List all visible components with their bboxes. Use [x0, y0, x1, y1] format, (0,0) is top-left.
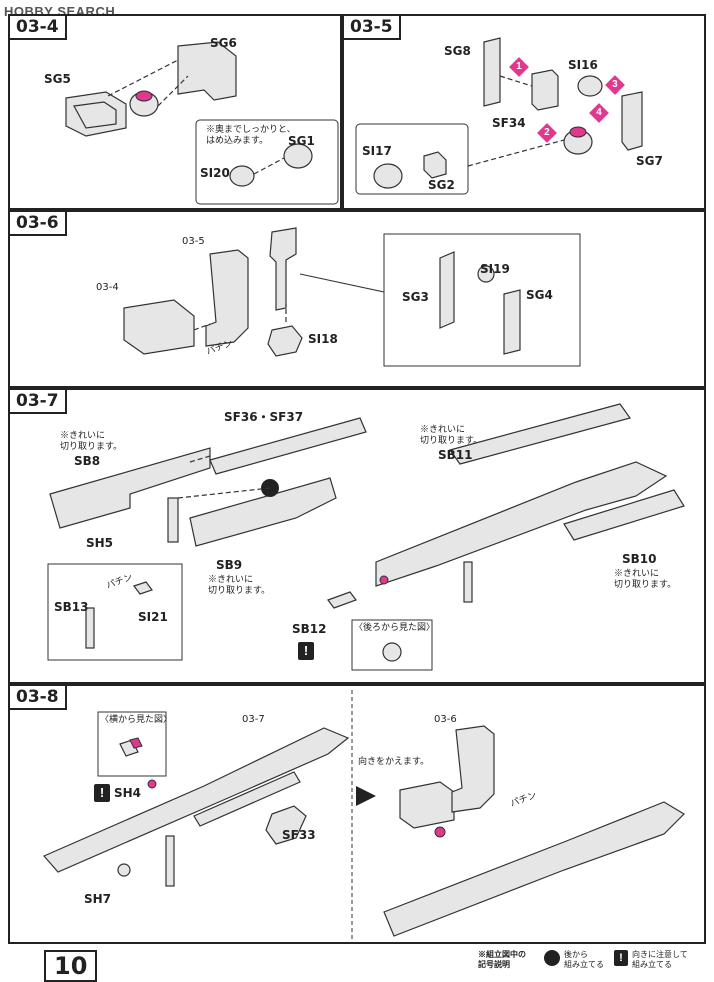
trim-note: ※きれいに 切り取ります。	[208, 574, 271, 595]
step-number: 03-5	[344, 16, 401, 40]
step-number: 03-4	[10, 16, 67, 40]
trim-note: ※きれいに 切り取ります。	[420, 424, 483, 445]
assembly-diagram	[43, 690, 685, 942]
part-label-sg2: SG2	[428, 178, 455, 192]
ref-label-03-7: 03-7	[242, 714, 265, 725]
part-label-sf34: SF34	[492, 116, 526, 130]
part-label-sg7: SG7	[636, 154, 663, 168]
assembly-note: ※奥までしっかりと、 はめ込みます。	[206, 124, 296, 145]
panel-03-4: 03-4 SG5 SG6 ※奥までしっかりと、 はめ込みます。 SG1 SI20	[8, 14, 342, 210]
part-label-sg4: SG4	[526, 288, 553, 302]
part-label-sg5: SG5	[44, 72, 71, 86]
legend-orientation: 向きに注意して 組み立てる	[632, 950, 688, 969]
assembly-diagram	[65, 41, 339, 205]
part-label-si17: SI17	[362, 144, 392, 158]
part-label-si16: SI16	[568, 58, 598, 72]
part-label-sb13: SB13	[54, 600, 89, 614]
part-label-sg6: SG6	[210, 36, 237, 50]
part-label-si19: SI19	[480, 262, 510, 276]
assembly-diagram	[355, 37, 643, 195]
part-label-sg3: SG3	[402, 290, 429, 304]
side-view-label: 〈横から見た図〉	[100, 714, 173, 724]
part-label-sh4: SH4	[114, 786, 142, 800]
part-label-si18: SI18	[308, 332, 338, 346]
part-label-sh7: SH7	[84, 892, 112, 906]
build-later-icon	[544, 950, 560, 966]
step-number: 03-6	[10, 212, 67, 236]
part-label-sf33: SF33	[282, 828, 316, 842]
part-label-sb9: SB9	[216, 558, 243, 572]
caution-icon: !	[298, 642, 314, 660]
panel-03-6: 03-6 03-5 03-4 SI18 SI19 SG3 SG4 パチン	[8, 210, 706, 388]
caution-icon: !	[94, 784, 110, 802]
turn-around-label: 向きをかえます。	[358, 756, 430, 766]
part-label-si20: SI20	[200, 166, 230, 180]
part-label-sb11: SB11	[438, 448, 473, 462]
step-number: 03-7	[10, 390, 67, 414]
ref-label-03-4: 03-4	[96, 282, 119, 293]
legend-build-later: 後から 組み立てる	[564, 950, 604, 969]
caution-icon: !	[614, 950, 628, 966]
part-label-sf36-sf37: SF36・SF37	[224, 410, 304, 424]
part-label-sb8: SB8	[74, 454, 101, 468]
ref-label-03-6: 03-6	[434, 714, 457, 725]
trim-note: ※きれいに 切り取ります。	[60, 430, 123, 451]
part-label-sg1: SG1	[288, 134, 315, 148]
part-label-sb12: SB12	[292, 622, 327, 636]
panel-03-8: 03-8 〈横から見た図〉 03-7 ! SH4 SF33 SH7 向きをかえま…	[8, 684, 706, 944]
assembly-diagram	[123, 227, 581, 367]
part-label-sh5: SH5	[86, 536, 114, 550]
part-label-si21: SI21	[138, 610, 168, 624]
trim-note: ※きれいに 切り取ります。	[614, 568, 677, 589]
rear-view-label: 〈後ろから見た図〉	[354, 622, 436, 632]
part-label-sg8: SG8	[444, 44, 471, 58]
page-number: 10	[44, 950, 98, 982]
assembly-diagram	[47, 403, 685, 671]
panel-03-5: 03-5 SG8 SI16 SF34 SG7 SI17 SG2 1 2 3 4	[342, 14, 706, 210]
ref-label-03-5: 03-5	[182, 236, 205, 247]
part-label-sb10: SB10	[622, 552, 657, 566]
legend-title: ※組立図中の 記号説明	[478, 950, 526, 969]
step-number: 03-8	[10, 686, 67, 710]
panel-03-7: 03-7 SF36・SF37 ※きれいに 切り取ります。 SB8 SH5 SB9…	[8, 388, 706, 684]
